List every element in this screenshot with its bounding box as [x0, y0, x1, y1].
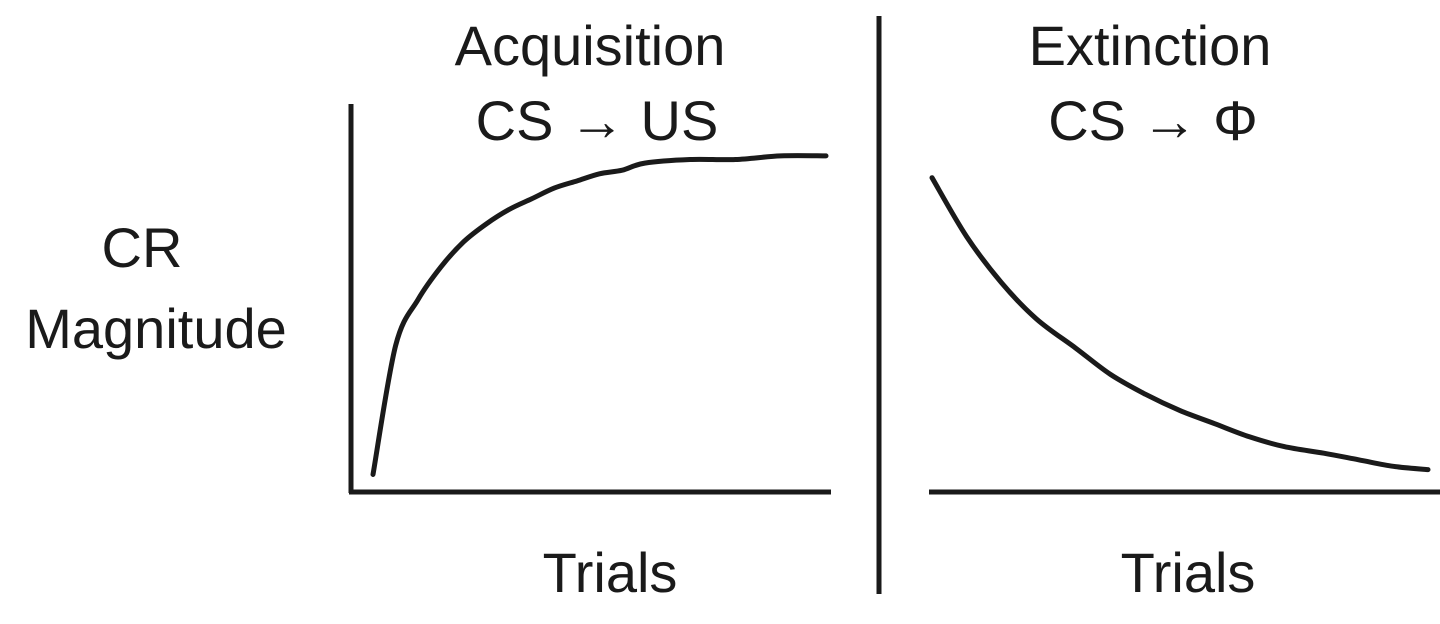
acquisition-subtitle: CS → US: [476, 89, 719, 152]
extinction-curve: [929, 175, 1431, 473]
extinction-panel: Extinction CS → Φ Trials: [929, 14, 1440, 604]
y-axis-label-line2: Magnitude: [25, 297, 287, 360]
y-axis-label-line1: CR: [102, 216, 183, 279]
acquisition-x-axis-label: Trials: [543, 541, 678, 604]
extinction-x-axis-label: Trials: [1121, 541, 1256, 604]
extinction-title: Extinction: [1029, 14, 1272, 77]
acquisition-curve: [370, 153, 829, 477]
extinction-subtitle: CS → Φ: [1048, 89, 1258, 152]
acquisition-title: Acquisition: [455, 14, 726, 77]
acquisition-panel: Acquisition CS → US CR Magnitude Trials: [25, 14, 831, 604]
